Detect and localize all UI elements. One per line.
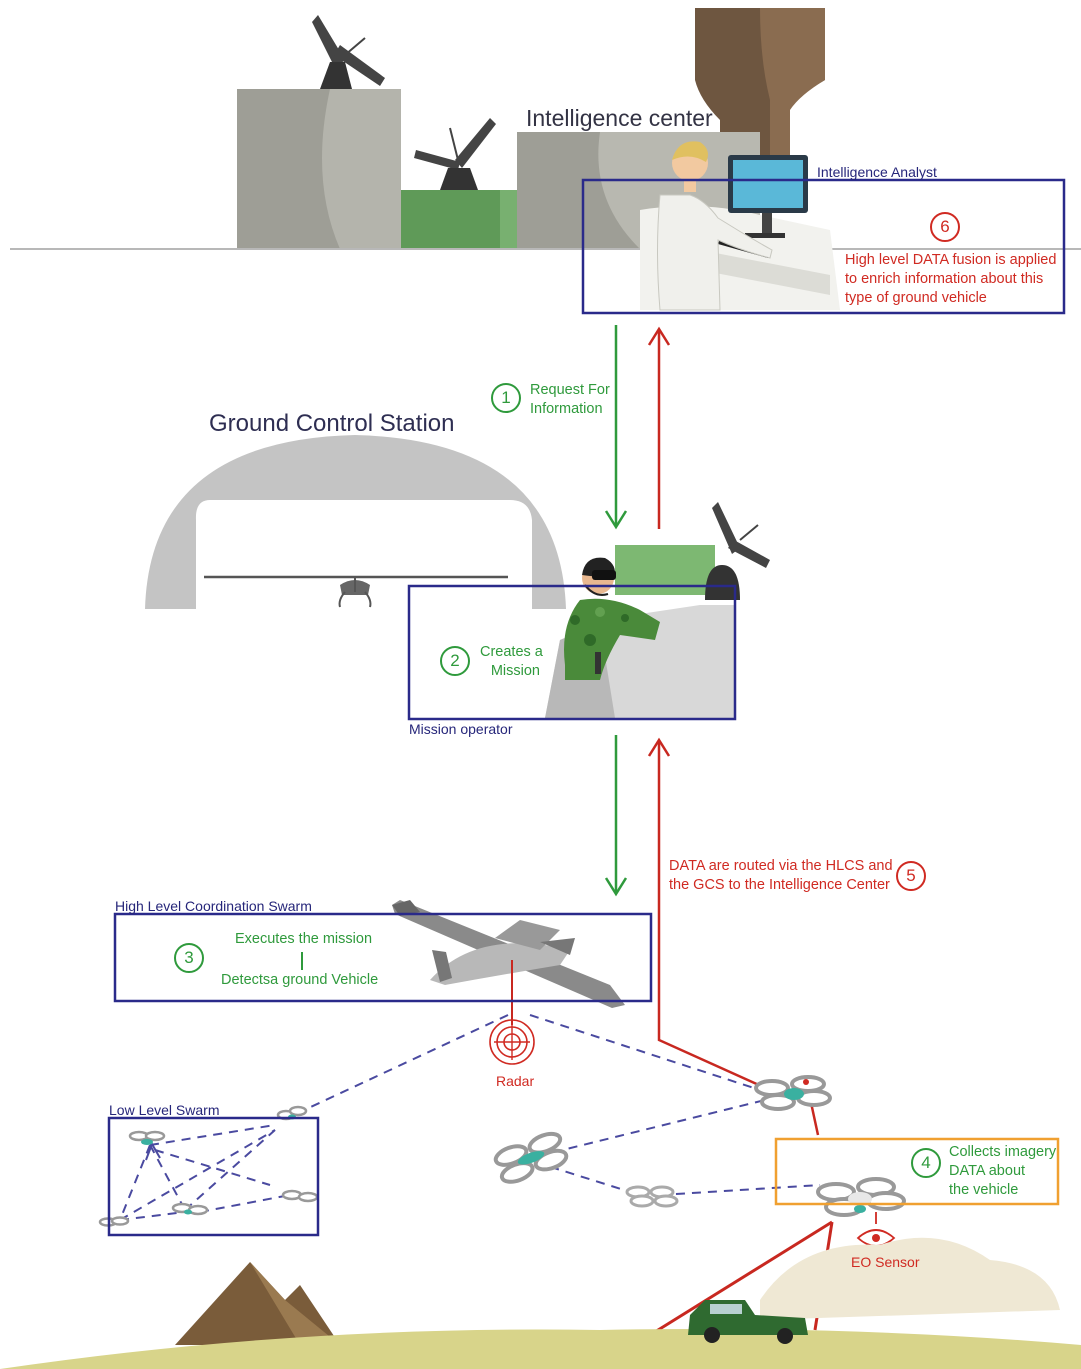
step-5-text: DATA are routed via the HLCS and the GCS… — [669, 857, 893, 895]
drone-icon — [128, 1130, 166, 1145]
hangar-building — [145, 435, 566, 609]
drone-icon — [625, 1185, 679, 1208]
satellite-dish-icon — [712, 502, 770, 568]
step-6-badge: 6 — [930, 212, 960, 242]
step-1-line-2: Information — [530, 401, 603, 417]
low-level-swarm-box — [107, 1116, 320, 1237]
step-1-badge: 1 — [491, 383, 521, 413]
step-1-line-1: Request For — [530, 382, 610, 398]
hlcs-box — [113, 912, 653, 1003]
step-6-line-3: type of ground vehicle — [845, 290, 987, 306]
step-4-line-2: DATA about — [949, 1163, 1026, 1179]
intelligence-analyst-figure — [640, 141, 840, 311]
data-route-line — [657, 740, 820, 1136]
step-2-line-2: Mission — [490, 663, 540, 679]
step-6-line-1: High level DATA fusion is applied — [845, 252, 1057, 268]
ground-vehicle-icon — [688, 1300, 808, 1344]
intelligence-center-building — [10, 8, 1081, 250]
radar-icon — [489, 1019, 535, 1065]
step-1-text: Request For Information — [530, 381, 610, 419]
drone-icon — [493, 1131, 569, 1184]
drone-icon — [98, 1216, 130, 1227]
step-3-line-1: Executes the mission — [235, 931, 373, 947]
step-6-text: High level DATA fusion is applied to enr… — [845, 251, 1056, 308]
step-5-line-2: the GCS to the Intelligence Center — [669, 877, 890, 893]
satellite-dish-icon — [414, 118, 496, 190]
mission-operator-label: Mission operator — [409, 721, 513, 737]
data-arrow-up — [647, 326, 671, 757]
eo-collect-box — [774, 1137, 1060, 1206]
step-4-text: Collects imagery DATA about the vehicle — [949, 1143, 1056, 1200]
eo-sensor-label: EO Sensor — [851, 1254, 920, 1270]
drone-icon — [171, 1202, 209, 1216]
drone-icon — [281, 1189, 319, 1203]
step-3-line-2: Detectsa ground Vehicle — [221, 972, 379, 988]
low-level-swarm-label: Low Level Swarm — [109, 1102, 220, 1118]
uav-aircraft-icon — [392, 900, 625, 1025]
request-arrow-down — [604, 325, 628, 897]
step-2-line-1: Creates a — [480, 644, 543, 660]
step-4-badge: 4 — [911, 1148, 941, 1178]
gcs-equipment — [545, 502, 770, 718]
drone-icon — [816, 1177, 906, 1217]
step-5-badge: 5 — [896, 861, 926, 891]
step-2-text: Creates a Mission — [480, 643, 543, 681]
hlcs-label: High Level Coordination Swarm — [115, 898, 312, 914]
step-4-line-3: the vehicle — [949, 1182, 1019, 1198]
step-3-badge: 3 — [174, 943, 204, 973]
step-2-badge: 2 — [440, 646, 470, 676]
intelligence-analyst-label: Intelligence Analyst — [817, 164, 937, 180]
step-5-line-1: DATA are routed via the HLCS and — [669, 858, 893, 874]
mission-operator-box — [407, 584, 737, 721]
eo-sensor-eye-icon — [856, 1212, 896, 1247]
radar-label: Radar — [496, 1073, 535, 1089]
terrain — [0, 1237, 1081, 1369]
intelligence-center-title: Intelligence center — [526, 105, 713, 131]
ground-control-station-title: Ground Control Station — [209, 410, 455, 437]
intelligence-analyst-box — [581, 178, 1066, 315]
drone-icon — [754, 1075, 832, 1111]
step-4-line-1: Collects imagery — [949, 1144, 1057, 1160]
satellite-dish-icon — [312, 15, 385, 89]
step-6-line-2: to enrich information about this — [845, 271, 1044, 287]
